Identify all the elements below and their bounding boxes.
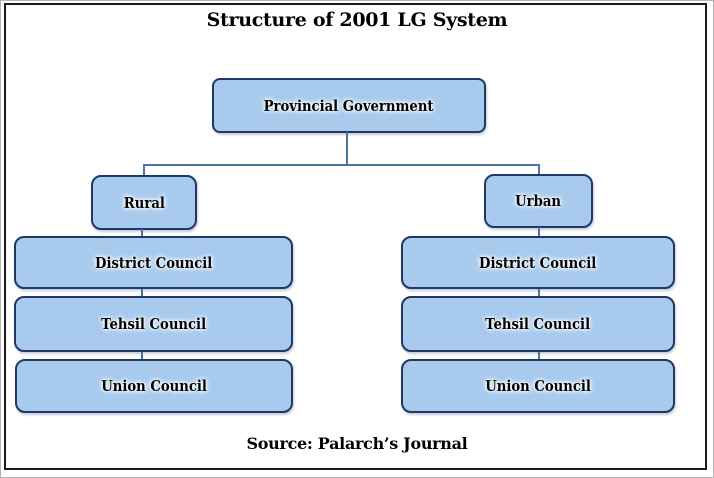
node-rural-tehsil-council: Tehsil Council [14,296,293,352]
node-urban-union-council-label: Union Council [485,377,591,395]
node-urban-district-council-label: District Council [479,253,597,272]
connector-urban-district [538,227,540,237]
node-urban-tehsil-council-label: Tehsil Council [485,315,591,333]
connector-rural-district-tehsil [141,288,143,297]
connector-branch-horizontal [143,164,540,166]
source-caption: Source: Palarch’s Journal [246,434,468,453]
diagram-title: Structure of 2001 LG System [206,9,508,31]
node-rural-union-council-label: Union Council [101,377,207,395]
node-rural-tehsil-council-label: Tehsil Council [101,315,206,333]
node-urban-district-council: District Council [401,236,675,289]
node-rural-district-council-label: District Council [94,253,213,272]
node-rural: Rural [91,175,197,230]
connector-urban-drop [538,164,540,175]
connector-rural-drop [143,164,145,176]
node-rural-union-council: Union Council [15,359,293,413]
connector-rural-district [141,229,143,237]
node-urban-tehsil-council: Tehsil Council [401,296,675,352]
node-provincial-government: Provincial Government [212,78,486,133]
node-rural-district-council: District Council [14,236,293,289]
connector-urban-district-tehsil [538,288,540,297]
connector-root-vertical [346,132,348,165]
node-rural-label: Rural [123,193,165,212]
connector-rural-tehsil-union [141,351,143,360]
node-provincial-government-label: Provincial Government [264,96,434,115]
connector-urban-tehsil-union [538,351,540,360]
node-urban-label: Urban [515,192,562,210]
node-urban: Urban [484,174,593,228]
node-urban-union-council: Union Council [401,359,675,413]
